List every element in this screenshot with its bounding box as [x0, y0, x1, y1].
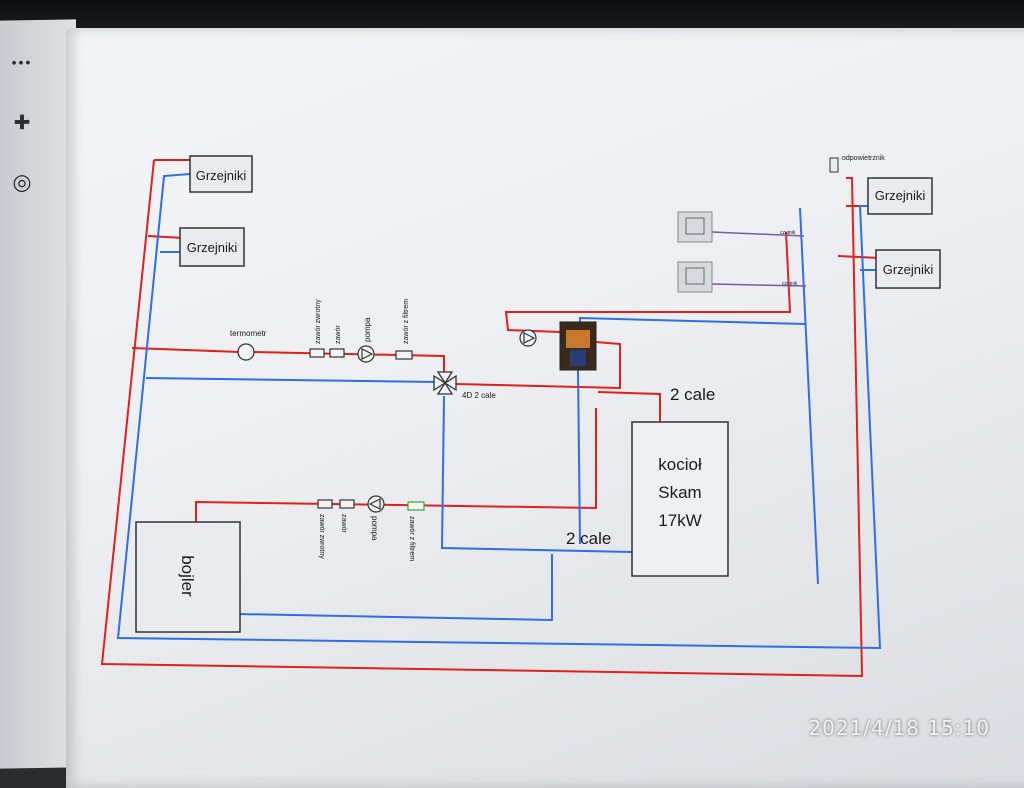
filter-valve-top	[395, 350, 413, 360]
radiator-4: Grzejniki	[875, 249, 941, 289]
check-valve-bottom	[317, 499, 333, 509]
sensor-lead-1	[711, 231, 805, 237]
sensor-leads	[711, 231, 807, 287]
top-fittings	[309, 345, 413, 363]
expansion-tank-image	[559, 321, 597, 371]
filter-valve-top-label: zawór z filtrem	[403, 299, 410, 344]
radiator-4-label: Grzejniki	[883, 262, 934, 277]
pump-bottom-label: pompa	[370, 516, 379, 541]
return-pipe-tank	[577, 369, 581, 545]
return-pipe-tank-top	[579, 316, 807, 325]
valve-bottom-label: zawór	[340, 514, 347, 533]
supply-pipe-heating-branch	[131, 347, 241, 353]
check-valve-top-label: zawór zwrotny	[315, 299, 322, 344]
supply-pipe-furnace-top	[597, 391, 661, 422]
sensor-2-icon	[677, 261, 713, 293]
furnace-label-line1: kocioł	[658, 455, 702, 474]
supply-pipe-right-radiators-2	[837, 255, 881, 259]
radiator-2: Grzejniki	[179, 227, 245, 267]
radiator-1: Grzejniki	[189, 155, 253, 193]
supply-pipe-heating-to-furnace	[455, 341, 621, 390]
supply-pipe-main-left	[100, 159, 864, 678]
check-valve-bottom-label: zawór zwrotny	[318, 514, 325, 559]
supply-pipe-radiator-2	[147, 235, 185, 239]
supply-pipe-furnace-tank	[504, 231, 792, 333]
tank-pump-icon	[519, 329, 537, 347]
sensor-lead-2	[711, 283, 807, 287]
furnace: kocioł Skam 17kW	[631, 421, 729, 577]
pipe-size-top-label: 2 cale	[670, 385, 715, 404]
air-vent-label: odpowietrznik	[842, 155, 885, 162]
sensor-1-icon	[677, 211, 713, 243]
filter-valve-bottom-label: zawór z filtrem	[408, 516, 415, 561]
return-pipe-boiler	[237, 554, 553, 622]
furnace-label-line3: 17kW	[658, 511, 701, 530]
radiator-1-label: Grzejniki	[196, 168, 247, 183]
pump-top-label: pompa	[363, 317, 372, 342]
boiler-label: bojler	[178, 555, 197, 597]
supply-pipe-heating-branch-2	[253, 351, 445, 372]
filter-valve-bottom	[407, 501, 425, 511]
supply-pipe-furnace-to-boiler	[195, 408, 597, 522]
mixing-valve-icon	[433, 371, 457, 395]
valve-top-label: zawór	[335, 325, 342, 344]
return-pipes	[116, 173, 882, 650]
furnace-label-line2: Skam	[658, 483, 701, 502]
return-pipe-to-furnace	[440, 395, 633, 553]
radiator-2-label: Grzejniki	[187, 240, 238, 255]
return-pipe-main	[116, 173, 882, 650]
valve-bottom	[339, 499, 355, 509]
heating-schematic: Grzejniki Grzejniki Grzejniki Grzejniki …	[100, 155, 941, 678]
drawing-canvas	[66, 28, 1024, 788]
radiator-3: Grzejniki	[867, 177, 933, 215]
photo-timestamp: 2021/4/18 15:10	[808, 716, 990, 740]
bottom-fittings	[317, 495, 425, 513]
mixing-valve-label: 4D 2 cale	[462, 391, 496, 400]
return-pipe-heating	[145, 377, 439, 383]
pipe-size-bottom-label: 2 cale	[566, 529, 611, 548]
sensor-2-label: czujnik	[782, 281, 798, 287]
sensor-1-label: czujnik	[780, 230, 796, 236]
valve-top	[329, 348, 345, 358]
thermometer: termometr	[230, 329, 267, 361]
air-vent: odpowietrznik	[829, 155, 885, 173]
check-valve-top	[309, 348, 325, 358]
return-pipe-riser	[799, 207, 819, 585]
thermometer-label: termometr	[230, 329, 267, 338]
boiler: bojler	[135, 521, 241, 633]
radiator-3-label: Grzejniki	[875, 188, 926, 203]
